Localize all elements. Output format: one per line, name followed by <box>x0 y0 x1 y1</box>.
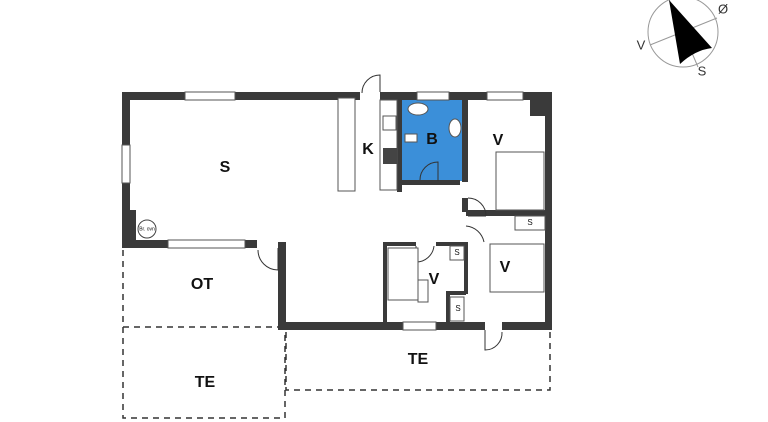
room-bedroom-2: V <box>500 259 511 276</box>
room-bedroom-1: V <box>493 132 504 149</box>
closet-label: S <box>455 304 460 313</box>
windows <box>121 91 524 331</box>
room-bathroom: B <box>426 131 438 148</box>
terrace-outlines <box>122 250 551 419</box>
room-terrace-2: TE <box>408 351 429 368</box>
furniture: Br. ovn <box>137 97 546 322</box>
stove <box>137 219 157 239</box>
stove-label: Br. ovn <box>139 226 155 232</box>
room-living: S <box>220 159 231 176</box>
room-bedroom-3: V <box>429 271 440 288</box>
compass-east: Ø <box>718 1 728 16</box>
room-terrace-1: TE <box>195 374 216 391</box>
closet-label: S <box>527 218 532 227</box>
room-kitchen: K <box>362 141 374 158</box>
closet-label: S <box>454 248 459 257</box>
north-arrow-icon <box>669 0 712 64</box>
compass-south: S <box>698 63 707 78</box>
room-labels: S K B V V V OT TE TE S S S <box>191 131 533 391</box>
doors <box>257 74 503 351</box>
compass-rose: Ø V S <box>637 0 728 78</box>
compass-west: V <box>637 37 646 52</box>
room-covered-terrace: OT <box>191 276 213 293</box>
walls <box>122 92 552 330</box>
